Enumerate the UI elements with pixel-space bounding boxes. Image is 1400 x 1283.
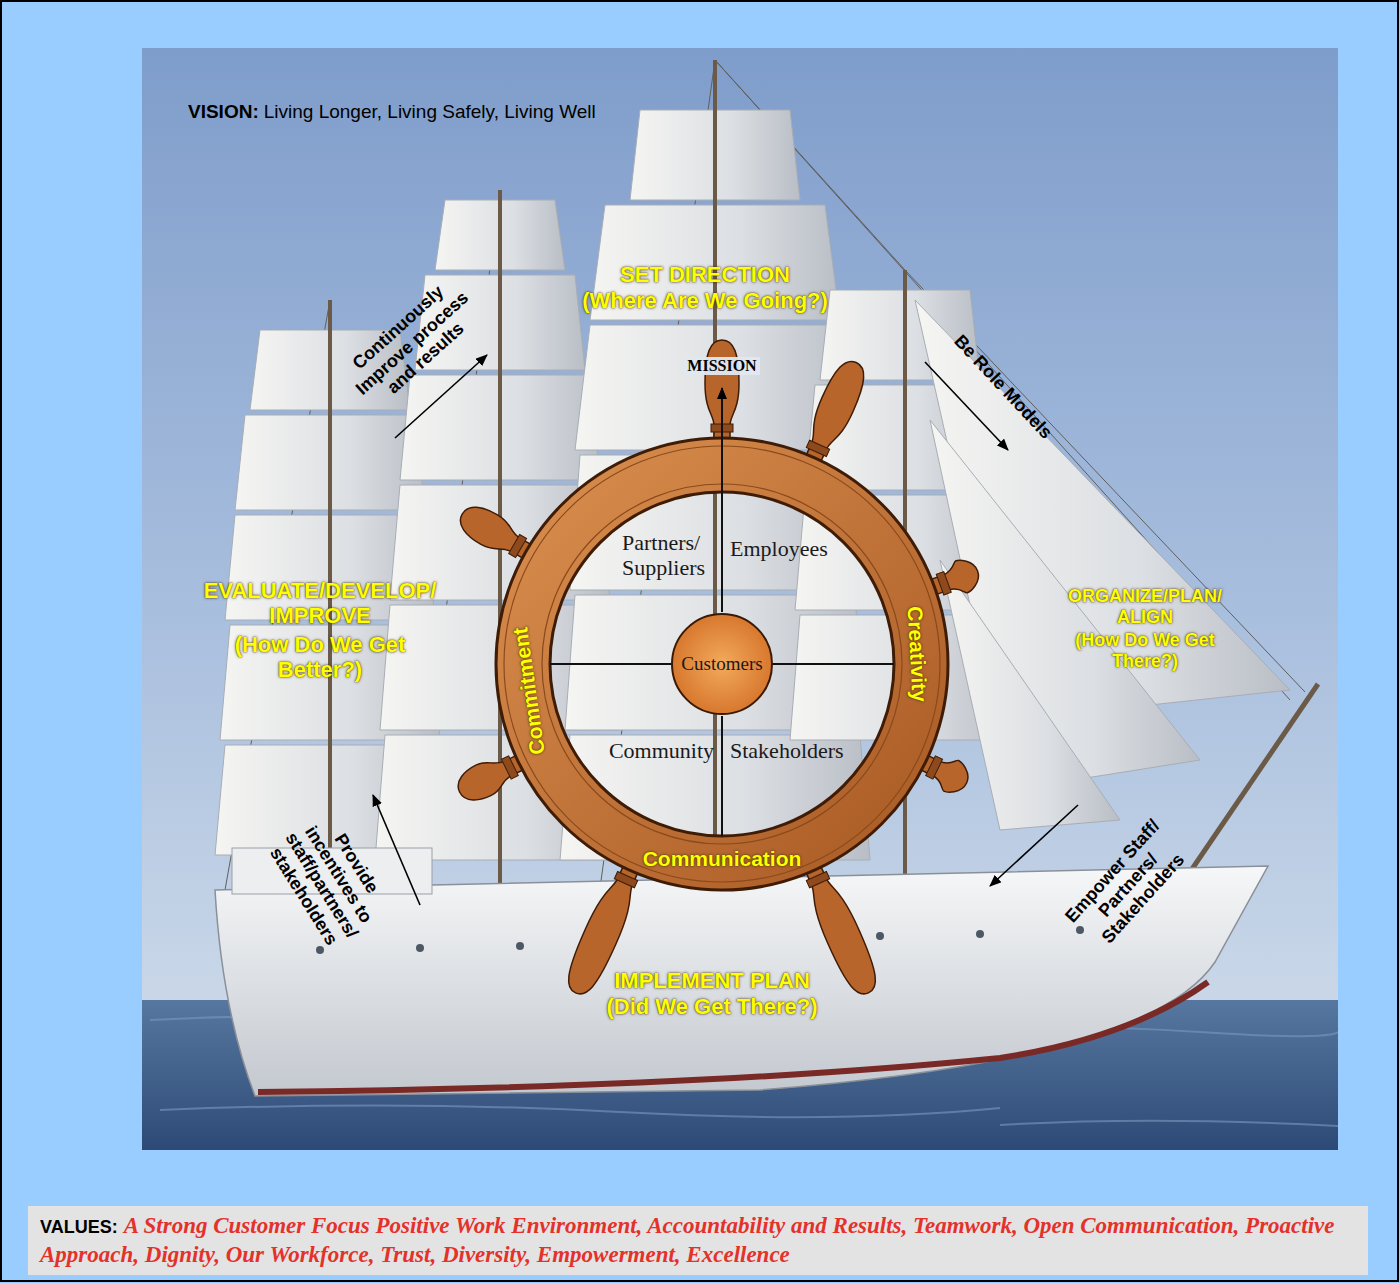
quadrant-line xyxy=(721,716,723,836)
text-anchor: (Where Are We Going?) xyxy=(582,288,828,313)
bowsprit xyxy=(1190,684,1318,872)
stage-heading: IMPLEMENT PLAN xyxy=(614,968,810,993)
text-anchor: Customers xyxy=(670,612,774,716)
porthole xyxy=(976,930,984,938)
wave xyxy=(160,1105,1000,1117)
mission-label: MISSION xyxy=(684,357,759,375)
stage-heading: ORGANIZE/PLAN/ ALIGN xyxy=(1050,586,1240,627)
vision-text: Living Longer, Living Safely, Living Wel… xyxy=(264,101,596,123)
ring-word: Communication xyxy=(643,847,802,871)
handle-collar xyxy=(936,572,951,595)
text-anchor: Stakeholders xyxy=(730,738,844,763)
values-text: A Strong Customer Focus Positive Work En… xyxy=(40,1213,1335,1267)
ship-photo xyxy=(142,48,1338,1150)
text-anchor: (How Do We Get Better?) xyxy=(220,632,420,683)
portholes xyxy=(316,926,1084,954)
customers-circle: Customers xyxy=(670,612,774,716)
masts xyxy=(330,60,1318,895)
text-anchor: SET DIRECTION xyxy=(620,262,790,287)
ship-wheel: CommitmentCreativityCommunicationPartner… xyxy=(352,294,1092,1034)
wheel-group xyxy=(452,340,983,1000)
stage-question: (Did We Get There?) xyxy=(606,994,817,1019)
circle-shape xyxy=(672,614,772,714)
sky xyxy=(142,48,1338,1000)
rigging xyxy=(225,60,1305,890)
porthole xyxy=(876,932,884,940)
handle-collar xyxy=(614,871,637,887)
text-anchor: Creativity xyxy=(902,605,931,702)
handle-collar xyxy=(806,871,829,887)
text-anchor: Partners/ Suppliers xyxy=(622,530,717,581)
action-label: Continuously Improve process and results xyxy=(332,266,492,419)
text-anchor: ORGANIZE/PLAN/ ALIGN xyxy=(1050,586,1240,627)
cycle-arrow xyxy=(990,805,1078,886)
text-anchor: Be Role Models xyxy=(950,331,1057,443)
values-heading: VALUES: xyxy=(40,1217,118,1237)
stakeholder-group: Partners/ Suppliers xyxy=(622,530,717,581)
text-anchor: EVALUATE/DEVELOP/ IMPROVE xyxy=(190,578,450,629)
stage-question: (How Do We Get There?) xyxy=(1060,630,1230,671)
stakeholder-group: Employees xyxy=(730,536,828,561)
values-band: VALUES:A Strong Customer Focus Positive … xyxy=(28,1206,1368,1275)
stage-question: (Where Are We Going?) xyxy=(582,288,828,313)
text-anchor: VISION: xyxy=(188,101,259,123)
action-label: Provide incentives to staff/partners/ st… xyxy=(256,797,403,964)
porthole xyxy=(1076,926,1084,934)
text-anchor: Community xyxy=(609,738,714,763)
action-label: Empower Staff/ Partners/ Stakeholders xyxy=(1056,810,1199,959)
wave xyxy=(1000,1121,1338,1126)
ring-word: Creativity xyxy=(902,605,931,702)
stage-heading: SET DIRECTION xyxy=(620,262,790,287)
text-anchor: IMPLEMENT PLAN xyxy=(614,968,810,993)
text-anchor: Empower Staff/ Partners/ Stakeholders xyxy=(1056,810,1199,959)
stakeholder-group: Community xyxy=(609,738,714,763)
vision-heading: VISION: xyxy=(188,101,259,123)
cycle-arrows xyxy=(373,355,1078,905)
text-anchor: (How Do We Get There?) xyxy=(1060,630,1230,671)
stage-question: (How Do We Get Better?) xyxy=(220,632,420,683)
text-anchor: Provide incentives to staff/partners/ st… xyxy=(256,797,403,964)
handle-collar xyxy=(806,440,829,456)
porthole xyxy=(416,944,424,952)
stakeholder-group: Stakeholders xyxy=(730,738,844,763)
circle-label: Customers xyxy=(681,653,762,675)
text-anchor: Living Longer, Living Safely, Living Wel… xyxy=(264,101,596,123)
text-anchor: MISSION xyxy=(684,357,759,375)
text-anchor: Employees xyxy=(730,536,828,561)
action-label: Be Role Models xyxy=(950,331,1057,443)
text-anchor: Continuously Improve process and results xyxy=(332,266,492,419)
mission-arrow xyxy=(721,388,723,612)
waterline xyxy=(258,982,1208,1092)
text-anchor: Communication xyxy=(643,847,802,871)
text-anchor: (Did We Get There?) xyxy=(606,994,817,1019)
porthole xyxy=(516,942,524,950)
stage-heading: EVALUATE/DEVELOP/ IMPROVE xyxy=(190,578,450,629)
